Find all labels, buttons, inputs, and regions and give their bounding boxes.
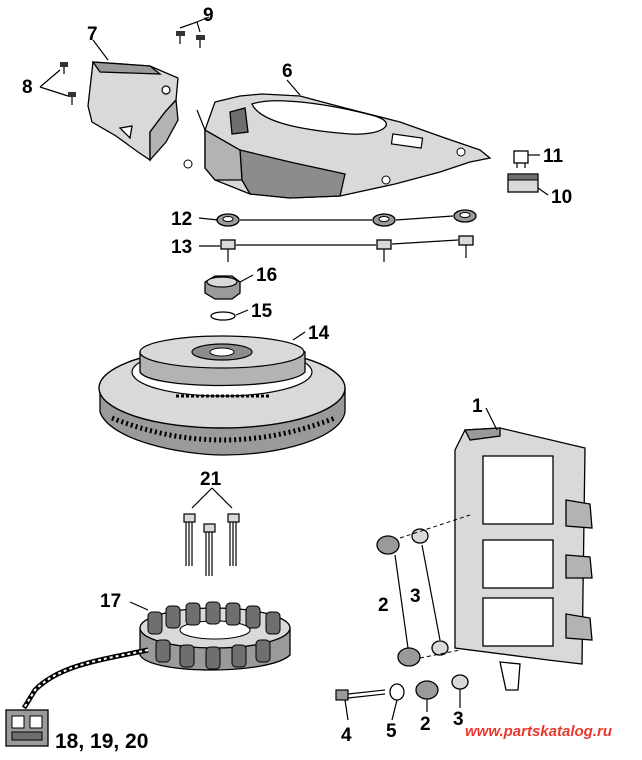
part-5-washer <box>389 683 405 701</box>
part-10-relay <box>507 173 539 193</box>
part-3-sleeves <box>411 528 469 690</box>
label-part-12: 12 <box>171 209 192 230</box>
label-part-17: 17 <box>100 591 121 612</box>
label-part-8: 8 <box>22 77 33 98</box>
label-part-2-upper: 2 <box>378 595 389 616</box>
part-9-screws <box>176 31 205 48</box>
part-13-bolts <box>220 235 474 262</box>
label-part-21: 21 <box>200 469 222 490</box>
part-6-flywheel-cover <box>183 93 492 199</box>
label-part-14: 14 <box>308 323 330 344</box>
part-15-washer <box>210 311 236 321</box>
part-16-nut <box>204 275 241 300</box>
label-part-5: 5 <box>386 721 397 742</box>
part-7-cover <box>87 61 179 162</box>
part-2-grommets <box>376 535 439 700</box>
label-part-4: 4 <box>341 725 352 746</box>
label-part-13: 13 <box>171 237 192 258</box>
callout-labels: 7 8 9 6 11 10 12 13 16 15 14 1 21 17 2 3… <box>22 5 572 753</box>
label-part-10: 10 <box>551 187 572 208</box>
watermark: www.partskatalog.ru <box>465 723 612 740</box>
part-14-flywheel <box>98 335 346 456</box>
part-12-washers <box>216 209 477 227</box>
label-part-1: 1 <box>472 396 483 417</box>
label-part-9: 9 <box>203 5 214 26</box>
label-part-3-upper: 3 <box>410 586 421 607</box>
label-part-16: 16 <box>256 265 277 286</box>
part-8-screws <box>60 62 76 105</box>
part-17-stator <box>21 601 291 710</box>
label-part-2-lower: 2 <box>420 714 431 735</box>
label-part-7: 7 <box>87 24 98 45</box>
part-4-bolt <box>335 689 386 701</box>
label-part-11: 11 <box>543 146 564 167</box>
part-1-module <box>454 427 593 691</box>
part-11-fuse <box>513 150 529 168</box>
part-18-20-connector <box>5 709 49 747</box>
label-parts-18-19-20: 18, 19, 20 <box>55 730 148 753</box>
label-part-6: 6 <box>282 61 293 82</box>
leader-lines <box>39 16 549 721</box>
label-part-3-lower: 3 <box>453 709 464 730</box>
label-part-15: 15 <box>251 301 273 322</box>
part-21-bolts <box>183 487 240 576</box>
